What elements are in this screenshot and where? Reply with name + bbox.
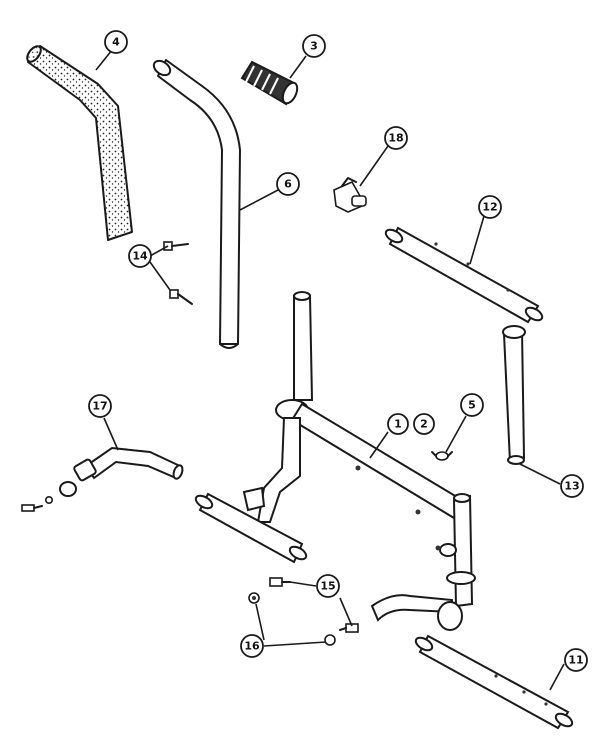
callout-17-label: 17 <box>92 400 107 413</box>
callout-6: 6 <box>276 172 300 196</box>
callout-16-label: 16 <box>244 640 260 653</box>
part-1-2-main-frame <box>194 291 476 631</box>
callout-3: 3 <box>302 34 326 58</box>
part-6-handle-tube <box>152 59 241 349</box>
part-13-leg <box>502 325 526 465</box>
callout-13: 13 <box>560 474 584 498</box>
callout-14-label: 14 <box>132 250 148 263</box>
callout-6-label: 6 <box>284 178 292 191</box>
part-15-16-hardware <box>248 577 359 646</box>
callout-2-label: 2 <box>420 418 428 431</box>
callout-17: 17 <box>88 394 112 418</box>
part-17-elbow <box>21 446 184 512</box>
callout-1-label: 1 <box>394 418 402 431</box>
callout-3-label: 3 <box>310 40 318 53</box>
callout-14: 14 <box>128 244 152 268</box>
part-11-lower-bar <box>414 634 574 730</box>
callout-11: 11 <box>564 648 588 672</box>
callout-15: 15 <box>316 574 340 598</box>
callout-12-label: 12 <box>482 201 497 214</box>
callout-15-label: 15 <box>320 580 335 593</box>
part-14-bolts <box>163 241 193 305</box>
part-18-clip <box>333 177 367 213</box>
part-5-wing-clip <box>431 451 453 461</box>
callout-16: 16 <box>240 634 264 658</box>
callout-11-label: 11 <box>568 654 583 667</box>
callout-5-label: 5 <box>468 399 476 412</box>
part-12-crossbar <box>384 226 544 324</box>
leader-lines <box>95 49 565 691</box>
callout-12: 12 <box>478 195 502 219</box>
callout-13-label: 13 <box>564 480 579 493</box>
callout-1: 1 <box>387 413 409 435</box>
callout-18-label: 18 <box>388 132 403 145</box>
callout-2: 2 <box>413 413 435 435</box>
callout-5: 5 <box>460 393 484 417</box>
callout-4-label: 4 <box>112 36 120 49</box>
part-3-ribbed-grip <box>240 60 299 106</box>
callout-18: 18 <box>384 126 408 150</box>
part-4-foam-grip <box>26 45 133 241</box>
callout-4: 4 <box>104 30 128 54</box>
